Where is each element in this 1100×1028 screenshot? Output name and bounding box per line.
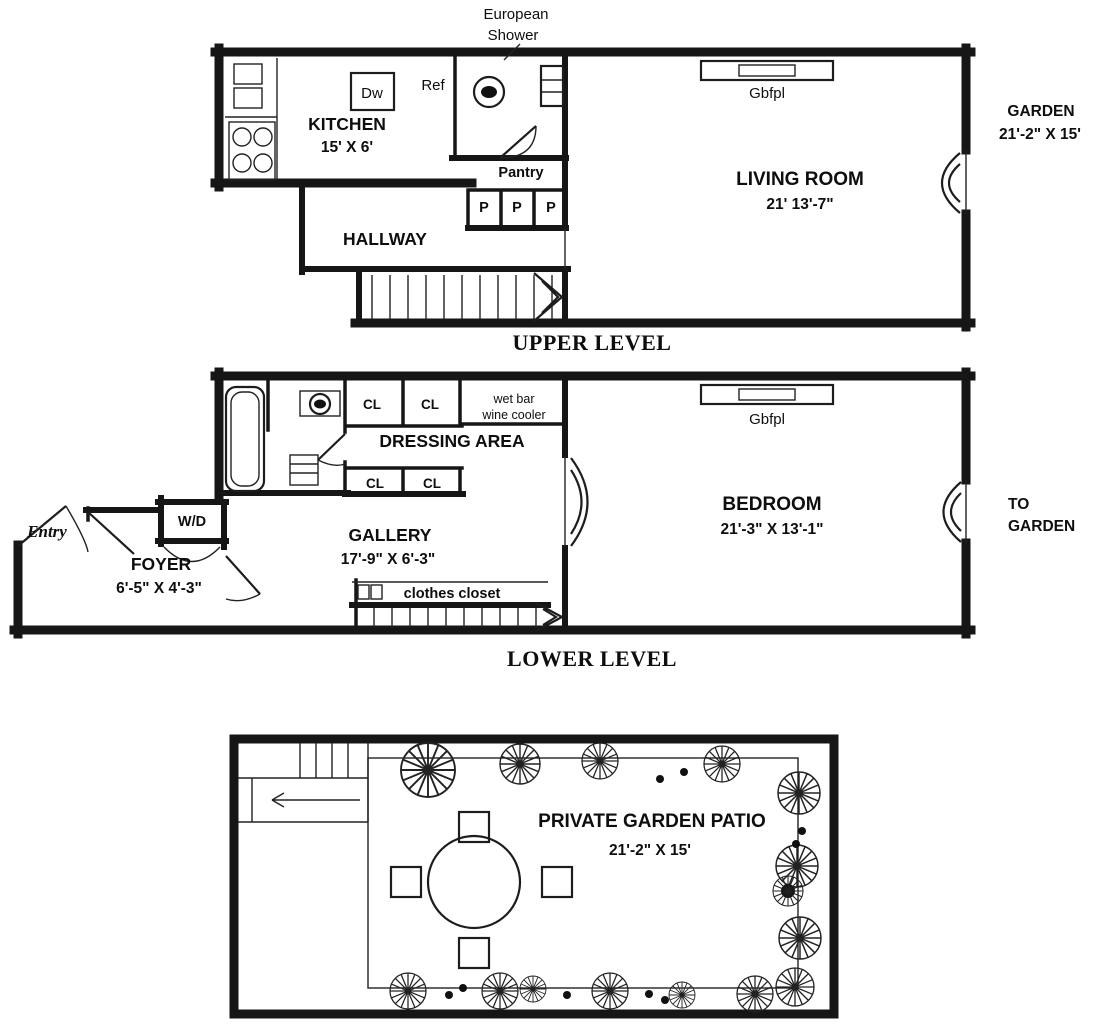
hallway-label: HALLWAY	[343, 229, 427, 249]
foyer-dim-label: 6'-5" X 4'-3"	[116, 580, 202, 597]
clothes-closet-label: clothes closet	[404, 586, 501, 602]
european-shower-label-line2: Shower	[488, 27, 539, 44]
lower-outer-walls	[9, 367, 976, 639]
closet-door-icon	[357, 584, 370, 600]
pantry-p-label: P	[512, 200, 522, 216]
door-arc-icon	[163, 546, 221, 563]
sink-icon	[233, 87, 263, 109]
lower-partition-walls	[86, 374, 568, 633]
closet-label: CL	[423, 476, 441, 491]
fireplace-icon	[699, 59, 835, 82]
chair-icon	[457, 810, 491, 844]
tree-icon	[703, 745, 741, 783]
tree-icon	[591, 972, 629, 1010]
living-room-dim-label: 21' 13'-7"	[766, 196, 833, 213]
door-arc-icon	[225, 593, 261, 602]
tree-icon	[400, 742, 456, 798]
chair-icon	[457, 936, 491, 970]
door-arc-icon	[499, 125, 537, 159]
dressing-area-label: DRESSING AREA	[379, 431, 525, 451]
toilet-icon	[289, 454, 319, 486]
closet-door-icon	[370, 584, 383, 600]
entry-door-swing-icon	[17, 505, 135, 555]
living-room-label: LIVING ROOM	[736, 169, 864, 190]
to-garden-label-line2: GARDEN	[1008, 518, 1075, 535]
dishwasher-box	[349, 71, 396, 112]
fireplace-icon	[699, 383, 835, 406]
bedroom-dim-label: 21'-3" X 13'-1"	[720, 521, 823, 538]
tree-icon	[775, 967, 815, 1007]
kitchen-dim-label: 15' X 6'	[321, 139, 373, 156]
pantry-p-label: P	[546, 200, 556, 216]
to-garden-label-line1: TO	[1008, 496, 1029, 513]
door-swing-icon	[317, 433, 346, 461]
closet-label: CL	[363, 397, 381, 412]
tree-icon	[519, 975, 547, 1003]
upper-outer-walls	[210, 43, 976, 332]
washer-dryer-label: W/D	[178, 514, 206, 530]
pantry-label: Pantry	[498, 165, 543, 181]
gallery-dim-label: 17'-9" X 6'-3"	[341, 551, 435, 568]
refrigerator-label: Ref	[421, 77, 445, 94]
tree-icon	[499, 743, 541, 785]
foyer-label: FOYER	[131, 554, 192, 574]
tree-icon	[777, 771, 821, 815]
wc-fixture-icon	[539, 64, 565, 108]
upper-thin-lines	[225, 43, 967, 269]
patio-dim-label: 21'-2" X 15'	[609, 842, 691, 859]
patio-inner-border	[367, 757, 799, 989]
stairs-icon	[373, 602, 565, 632]
door-swing-icon	[225, 555, 261, 595]
chair-icon	[389, 865, 423, 899]
chair-icon	[540, 865, 574, 899]
tree-icon	[775, 844, 819, 888]
upper-level: Dw Ref European Shower P P P Pantry KITC…	[210, 6, 1081, 355]
patio-label: PRIVATE GARDEN PATIO	[538, 811, 766, 832]
pantry-p-label: P	[479, 200, 489, 216]
bathtub-icon	[224, 385, 266, 493]
table-icon	[426, 834, 522, 930]
kitchen-label: KITCHEN	[308, 114, 386, 134]
closet-label: CL	[421, 397, 439, 412]
lower-level: CL CL CL CL wet bar wine cooler DRESSING…	[9, 367, 1075, 671]
entry-door-arc-icon	[65, 505, 89, 553]
tree-icon	[772, 875, 804, 907]
lower-level-title: LOWER LEVEL	[507, 646, 677, 671]
wine-cooler-label: wine cooler	[481, 408, 545, 422]
gallery-label: GALLERY	[349, 525, 432, 545]
garden-door-arcs-icon	[940, 152, 961, 214]
stove-icon	[228, 121, 276, 181]
pantry-closets: P P P	[466, 188, 568, 230]
tree-icon	[581, 742, 619, 780]
entry-label: Entry	[26, 522, 67, 541]
tree-icon	[481, 972, 519, 1010]
garden-door-arcs-icon	[942, 481, 962, 543]
bedroom-label: BEDROOM	[722, 494, 821, 515]
stairs-icon	[238, 743, 369, 823]
tree-icon	[778, 916, 822, 960]
sink-icon	[233, 63, 263, 85]
vanity-sink-icon	[299, 390, 341, 417]
stairs-icon	[371, 272, 564, 322]
shower-icon	[472, 75, 506, 109]
double-door-arcs-icon	[570, 457, 589, 547]
upper-level-title: UPPER LEVEL	[513, 330, 672, 355]
european-shower-label-line1: European	[483, 6, 548, 23]
gbfpl-label: Gbfpl	[749, 85, 785, 102]
garden-dim-label: 21'-2" X 15'	[999, 126, 1081, 143]
gbfpl-label: Gbfpl	[749, 411, 785, 428]
tree-icon	[736, 975, 774, 1013]
tree-icon	[389, 972, 427, 1010]
tree-icon	[668, 981, 696, 1009]
closet-label: CL	[366, 476, 384, 491]
garden-patio: PRIVATE GARDEN PATIO 21'-2" X 15'	[229, 734, 839, 1019]
lower-thin-lines	[352, 455, 967, 583]
garden-label: GARDEN	[1007, 103, 1074, 120]
wet-bar-label: wet bar	[493, 392, 535, 406]
shrub-dots	[445, 768, 806, 1004]
door-arc-icon	[317, 459, 346, 467]
patio-outer-walls	[229, 734, 839, 1019]
dishwasher-label: Dw	[361, 85, 383, 102]
door-swing-icon	[499, 125, 537, 159]
